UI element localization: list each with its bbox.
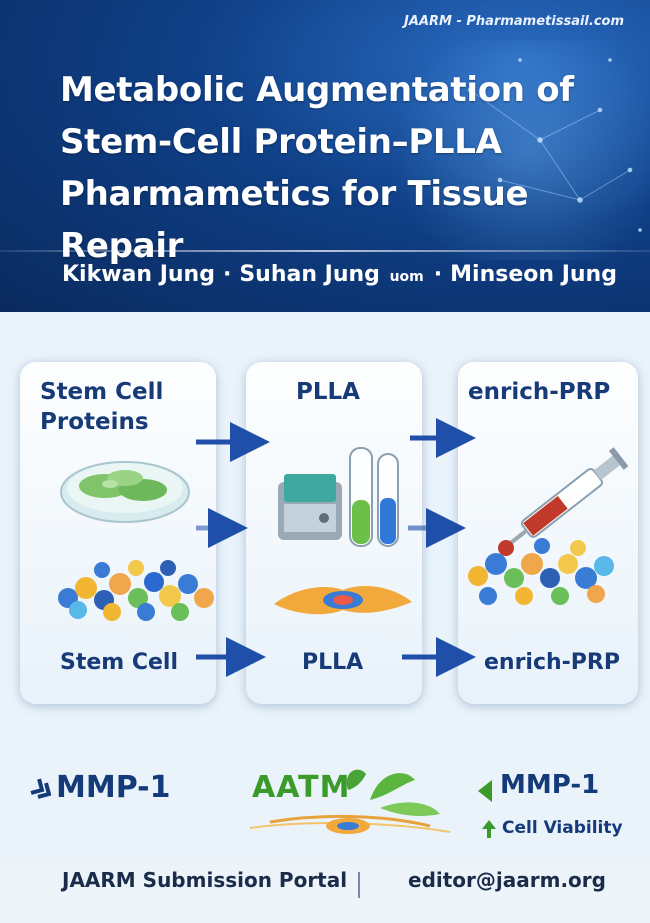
panel-label-stem-cell: Stem Cell — [60, 650, 179, 675]
aatm-leaf-logo-icon — [249, 769, 451, 834]
mmp1-right-label: MMP-1 — [500, 770, 600, 800]
panel-enrich-prp — [458, 362, 638, 704]
header-glow — [370, 40, 650, 260]
panel-title-line: Proteins — [40, 409, 149, 435]
syringe-spheres-icon — [468, 447, 628, 605]
panel-title-stem-cell-proteins: Stem Cell Proteins — [40, 377, 163, 437]
author-name: Minseon Jung — [450, 262, 617, 287]
title-divider — [0, 250, 650, 252]
cell-viability-label: Cell Viability — [502, 818, 623, 838]
panel-title-plla: PLLA — [296, 379, 360, 405]
panel-label-plla: PLLA — [302, 650, 364, 675]
footer-divider — [358, 872, 360, 898]
cell-shape-icon — [274, 586, 412, 615]
author-separator: · — [222, 262, 232, 287]
title-line-1: Metabolic Augmentation of — [60, 70, 574, 110]
down-arrow-icon — [30, 778, 52, 799]
site-url[interactable]: JAARM - Pharmametissail.com — [404, 14, 624, 29]
header-banner: JAARM - Pharmametissail.com — [0, 0, 650, 312]
title-line-2: Stem-Cell Protein–PLLA — [60, 122, 502, 162]
panel-label-enrich-prp: enrich-PRP — [484, 650, 620, 675]
affiliation-tag: uom — [389, 269, 424, 285]
up-arrow-icon — [482, 820, 496, 838]
author-separator: · — [433, 262, 443, 287]
panel-title-enrich-prp: enrich-PRP — [468, 379, 611, 405]
page-title: Metabolic Augmentation of Stem-Cell Prot… — [60, 64, 645, 272]
network-decoration — [467, 58, 642, 232]
title-line-3: Pharmametics for Tissue Repair — [60, 174, 529, 266]
editor-email-link[interactable]: editor@jaarm.org — [408, 868, 606, 892]
submission-portal-link[interactable]: JAARM Submission Portal — [62, 868, 348, 892]
author-name: Suhan Jung — [239, 262, 380, 287]
panel-stem-cell — [20, 362, 216, 704]
footer-bar — [0, 850, 650, 923]
aatm-logo-text: AATM — [252, 770, 351, 805]
cell-spheres-icon — [58, 560, 214, 621]
decrease-arrow-icon — [478, 780, 492, 802]
lab-equipment-icon — [278, 447, 399, 547]
petri-dish-icon — [60, 461, 190, 523]
author-list: Kikwan Jung · Suhan Jung uom · Minseon Jung — [62, 262, 617, 287]
panel-title-line: Stem Cell — [40, 379, 164, 405]
author-name: Kikwan Jung — [62, 262, 215, 287]
mmp1-decrease-label: MMP-1 — [56, 770, 171, 805]
